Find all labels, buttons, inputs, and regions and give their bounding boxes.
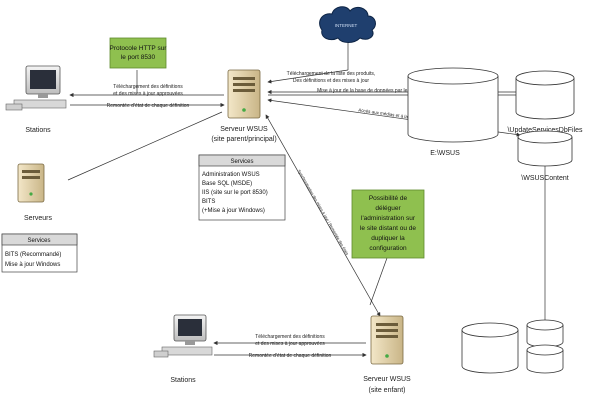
services-main-item: Administration WSUS xyxy=(202,172,260,178)
disk-content-label: \WSUSContent xyxy=(521,175,569,182)
disk-wsus-content-icon xyxy=(517,130,573,167)
disk-child-small-1-icon xyxy=(526,319,564,348)
stations-top-pc-icon xyxy=(5,65,67,111)
disk-e-wsus-icon xyxy=(407,67,499,143)
link-label-download-top-1: Téléchargement des définitions xyxy=(113,84,183,90)
services-main-item: Base SQL (MSDE) xyxy=(202,181,252,187)
disk-child-small-2-icon xyxy=(526,344,564,374)
services-main-item: (+Mise à jour Windows) xyxy=(202,208,265,214)
wsus-child-label-2: (site enfant) xyxy=(369,387,406,394)
delegate-note-line-3: l'administration sur xyxy=(361,215,416,222)
servers-label: Serveurs xyxy=(24,215,53,222)
wsus-main-server-icon xyxy=(227,69,261,119)
servers-tower-icon xyxy=(17,163,45,203)
internet-cloud-icon xyxy=(319,6,376,43)
stations-bottom-pc-icon xyxy=(153,314,213,358)
delegate-note-line-6: configuration xyxy=(369,245,407,252)
link-label-report-bottom: Remontée d'état de chaque définition xyxy=(249,353,332,359)
services-servers-box: Services BITS (Recommandé) Mise à jour W… xyxy=(1,233,78,273)
internet-label: INTERNET xyxy=(335,23,358,28)
disk-update-services-icon xyxy=(515,70,575,120)
link-label-report-top: Remontée d'état de chaque définition xyxy=(107,103,190,109)
protocol-note: Protocole HTTP sur le port 8530 xyxy=(110,37,168,69)
services-main-item: IIS (site sur le port 8530) xyxy=(202,190,268,196)
services-main-title: Services xyxy=(230,159,253,165)
services-main-item: BITS xyxy=(202,199,215,205)
wsus-main-label-1: Serveur WSUS xyxy=(220,126,268,133)
link-label-download-bottom-2: et des mises à jour approuvées xyxy=(255,341,325,347)
protocol-note-line-2: le port 8530 xyxy=(121,54,156,61)
services-servers-item: BITS (Recommandé) xyxy=(5,252,61,258)
connection-lines xyxy=(67,43,546,358)
services-main-box: Services Administration WSUS Base SQL (M… xyxy=(198,154,286,221)
delegate-note-line-5: dupliquer la xyxy=(371,235,405,242)
stations-bottom-label: Stations xyxy=(170,377,196,384)
disk-update-label: \UpdateServicesDbFiles xyxy=(507,127,583,134)
link-label-products-1: Téléchargement de la liste des produits, xyxy=(287,71,376,77)
services-servers-item: Mise à jour Windows xyxy=(5,262,60,268)
wsus-main-label-2: (site parent/principal) xyxy=(211,136,276,143)
delegate-note: Possibilité de déléguer l'administration… xyxy=(351,189,425,259)
wsus-child-label-1: Serveur WSUS xyxy=(363,376,411,383)
link-label-download-top-2: et des mises à jour approuvées xyxy=(113,91,183,97)
services-servers-title: Services xyxy=(27,238,50,244)
link-label-products-2: Des définitions et des mises à jour xyxy=(293,78,369,84)
delegate-note-line-4: le site distant ou de xyxy=(360,225,416,232)
stations-top-label: Stations xyxy=(25,127,51,134)
disk-e-label: E:\WSUS xyxy=(430,150,460,157)
wsus-child-server-icon xyxy=(370,315,404,365)
protocol-note-line-1: Protocole HTTP sur xyxy=(110,45,168,52)
link-label-sync-child: Synchronisation des mises à jour / Remon… xyxy=(297,169,350,256)
link-label-db-update: Mise à jour de la base de données par le… xyxy=(317,88,461,94)
delegate-note-line-2: déléguer xyxy=(375,205,401,212)
delegate-note-line-1: Possibilité de xyxy=(369,195,408,202)
link-label-download-bottom-1: Téléchargement des définitions xyxy=(255,334,325,340)
disk-child-large-icon xyxy=(461,322,519,374)
